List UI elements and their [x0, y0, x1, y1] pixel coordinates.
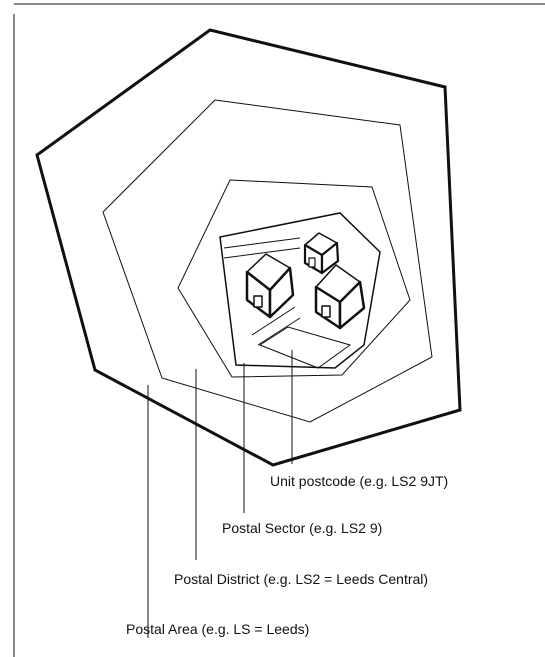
house-icon: [303, 232, 340, 275]
postal-district-boundary: [102, 99, 433, 423]
postal-sector-boundary: [177, 179, 411, 378]
postal-sector-label: Postal Sector (e.g. LS2 9): [222, 520, 382, 536]
street-scene: [223, 237, 352, 369]
unit-postcode-label: Unit postcode (e.g. LS2 9JT): [270, 473, 448, 489]
postal-area-label: Postal Area (e.g. LS = Leeds): [126, 621, 309, 637]
garden-plot: [258, 326, 352, 369]
house-icon: [245, 253, 295, 319]
leader-lines: [147, 350, 293, 638]
road-lower-edge: [223, 247, 301, 259]
road-diagonal-edge-2: [257, 317, 301, 346]
road-diagonal-edge: [251, 306, 296, 336]
road-upper-edge: [223, 237, 301, 249]
postal-district-label: Postal District (e.g. LS2 = Leeds Centra…: [174, 571, 428, 587]
house-icon: [314, 264, 366, 330]
postal-area-boundary: [35, 28, 462, 467]
